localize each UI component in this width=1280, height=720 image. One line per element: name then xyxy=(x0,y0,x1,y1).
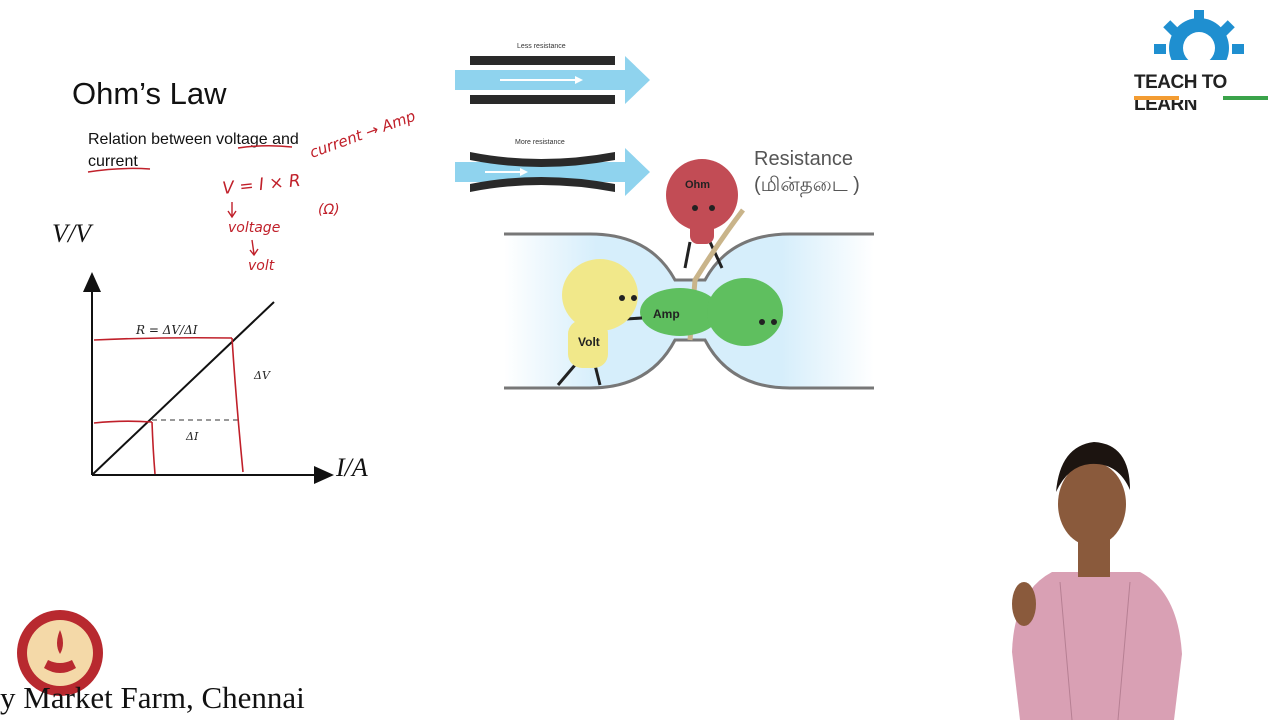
resistance-label-block: Resistance (மின்தடை ) xyxy=(754,146,860,198)
annotation-current-amp: current → Amp xyxy=(307,107,418,162)
vi-line xyxy=(91,301,275,476)
amp-character: Amp xyxy=(640,278,783,346)
volt-label: Volt xyxy=(578,335,600,349)
ohm-amp-volt-cartoon: Ohm Amp Volt xyxy=(504,159,874,390)
slide-title: Ohm’s Law xyxy=(72,76,227,111)
annotation-voltage: voltage xyxy=(228,220,280,236)
presenter-hair xyxy=(1056,442,1130,492)
iit-madras-seal-icon xyxy=(17,610,103,696)
pipe-less-label: Less resistance xyxy=(517,43,566,50)
rope xyxy=(687,208,745,341)
logo-tricolor-underline xyxy=(1134,96,1268,100)
y-axis-arrow-icon xyxy=(83,272,101,292)
footer-caption: y Market Farm, Chennai xyxy=(0,680,305,715)
pipe-less-top xyxy=(470,56,615,65)
presenter-head xyxy=(1058,462,1126,546)
annotation-formula: V = I × R xyxy=(221,171,301,199)
graph-delta-v: ΔV xyxy=(253,369,271,382)
logo-text: TEACH TO LEARN xyxy=(1134,72,1227,115)
pipe-more-label: More resistance xyxy=(515,139,565,146)
teach-to-learn-gear-icon xyxy=(1142,10,1257,78)
graph-ylabel: V/V xyxy=(52,219,94,248)
annotation-ohm-symbol: (Ω) xyxy=(318,202,340,218)
pipe-more-bottom xyxy=(470,177,615,192)
amp-label: Amp xyxy=(653,307,680,321)
graph-delta-i: ΔI xyxy=(185,430,199,443)
ohm-label: Ohm xyxy=(685,179,710,191)
pipes-illustration: Less resistance More resistance xyxy=(455,43,650,196)
volt-character: Volt xyxy=(556,259,643,386)
presenter-hand xyxy=(1012,582,1036,626)
presenter-figure xyxy=(1012,442,1182,720)
graph-formula: R = ΔV/ΔI xyxy=(135,323,198,337)
tube-top-wall xyxy=(504,232,874,282)
resistance-tamil: (மின்தடை ) xyxy=(754,174,860,196)
handwritten-annotations: current → Amp V = I × R (Ω) voltage volt xyxy=(87,107,418,274)
slide-subtitle: Relation between voltage and current xyxy=(88,131,299,170)
presenter-shirt xyxy=(1012,572,1182,720)
ohm-character: Ohm xyxy=(666,159,738,269)
flow-arrow-more-icon xyxy=(455,148,650,196)
graph-xlabel: I/A xyxy=(335,453,368,482)
annotation-volt: volt xyxy=(248,258,275,274)
x-axis-arrow-icon xyxy=(314,466,334,484)
resistance-label: Resistance xyxy=(754,148,853,170)
vi-graph: V/V I/A R = ΔV/ΔI ΔV ΔI xyxy=(52,219,368,484)
pipe-less-bottom xyxy=(470,95,615,104)
pipe-more-top xyxy=(470,152,615,167)
